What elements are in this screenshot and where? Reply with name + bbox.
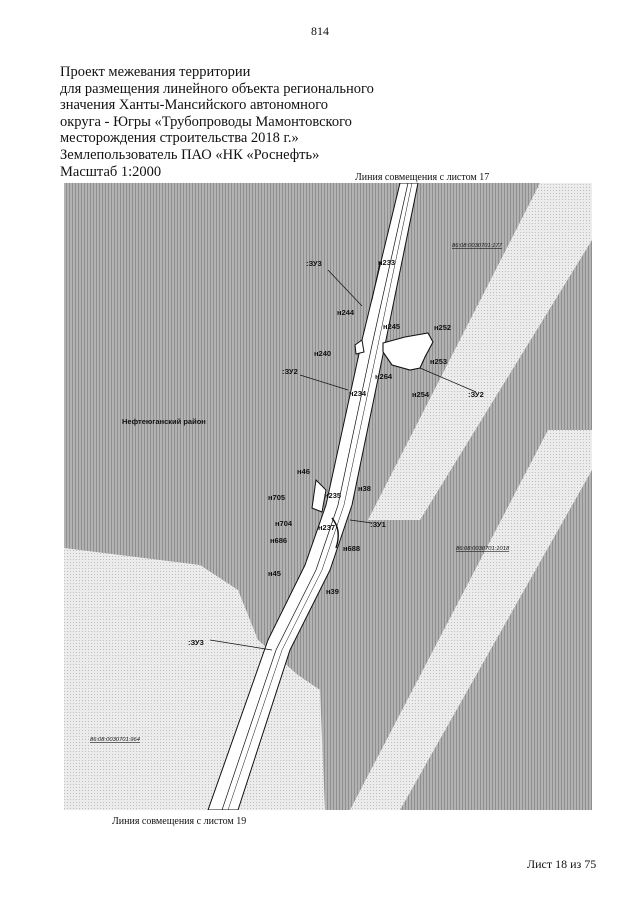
zone-label: :ЗУ3 [188, 638, 204, 647]
cadastral-number: 86:08:0030701:964 [90, 737, 140, 743]
title-line: месторождения строительства 2018 г.» [60, 130, 299, 147]
match-line-bottom-label: Линия совмещения с листом 19 [112, 816, 247, 827]
page-number: 814 [311, 24, 329, 38]
point-label: н39 [326, 587, 339, 596]
corridor-inner-line [221, 183, 409, 810]
point-label: н235 [324, 491, 341, 500]
point-label: н253 [430, 357, 447, 366]
leader-lines [209, 261, 477, 651]
district-label: Нефтеюганский район [122, 417, 206, 426]
point-label: н45 [268, 569, 281, 578]
point-label: н38 [358, 484, 371, 493]
point-label: н233 [378, 258, 395, 267]
cadastral-number: 86:08:0030701:1018 [456, 546, 510, 552]
light-band-lower [350, 430, 592, 810]
point-label: н254 [412, 390, 430, 399]
point-label: н705 [268, 493, 285, 502]
zone-label: :ЗУ2 [468, 390, 484, 399]
title-line: Землепользователь ПАО «НК «Роснефть» [60, 146, 320, 163]
point-label: н46 [297, 467, 310, 476]
cadastral-number: 86:08:0030701:177 [452, 243, 503, 249]
zone-label: :ЗУ1 [370, 520, 386, 529]
point-label: н686 [270, 536, 287, 545]
parcel-n245 [382, 332, 434, 371]
zone-label: :ЗУ3 [306, 259, 322, 268]
title-line: значения Ханты-Мансийского автономного [60, 97, 329, 114]
point-label: н245 [383, 322, 400, 331]
contour-n688 [331, 517, 339, 549]
point-label: н237 [318, 523, 335, 532]
point-label: н264 [375, 372, 393, 381]
sheet-footer: Лист 18 из 75 [527, 857, 597, 871]
title-line: Проект межевания территории [60, 64, 251, 80]
title-block: Проект межевания территории для размещен… [60, 64, 380, 180]
title-line: для размещения линейного объекта региона… [60, 80, 374, 97]
light-band-upper [368, 183, 592, 520]
title-line: округа - Югры «Трубопроводы Мамонтовског… [60, 113, 352, 130]
point-label: н240 [314, 349, 331, 358]
parcel-n240 [354, 339, 365, 355]
pipeline-corridor [207, 183, 419, 810]
point-label: н244 [337, 308, 355, 317]
zone-label: :ЗУ2 [282, 367, 298, 376]
match-line-top-label: Линия совмещения с листом 17 [355, 172, 490, 183]
point-label: н234 [349, 389, 367, 398]
point-label: н704 [275, 519, 293, 528]
point-label: н688 [343, 544, 360, 553]
point-label: н252 [434, 323, 451, 332]
scale-label: Масштаб 1:2000 [60, 163, 162, 180]
parcel-n235 [311, 478, 327, 513]
corridor-inner-line [227, 183, 413, 810]
